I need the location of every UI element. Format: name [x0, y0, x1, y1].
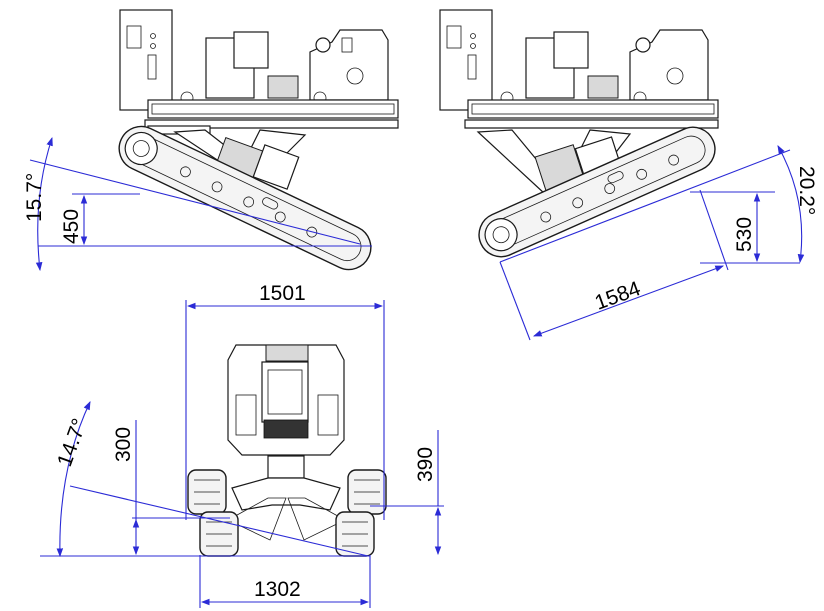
machine-front: [227, 344, 346, 541]
front-right-height-label: 390: [414, 447, 437, 482]
right-length-label: 1584: [592, 277, 644, 315]
front-bottom-width-label: 1302: [254, 578, 301, 601]
right-angle-label: 20.2°: [795, 166, 818, 215]
front-tracks: [187, 469, 387, 557]
right-height-label: 530: [733, 217, 756, 252]
side-view-left: 15.7° 450: [23, 9, 399, 272]
front-view: 1501 1302 14.7° 300 390: [40, 282, 444, 608]
front-angle-label: 14.7°: [53, 416, 91, 470]
left-angle-label: 15.7°: [23, 173, 46, 222]
track-right: [478, 126, 716, 258]
left-height-label: 450: [60, 209, 83, 244]
machine-body-right: [439, 9, 719, 129]
undercarriage-left: [173, 129, 307, 190]
track-left: [118, 125, 372, 271]
side-view-right: 20.2° 530 1584: [439, 9, 818, 341]
front-top-width-label: 1501: [259, 282, 306, 305]
front-left-height-label: 300: [112, 427, 135, 462]
machine-body-left: [119, 9, 399, 135]
